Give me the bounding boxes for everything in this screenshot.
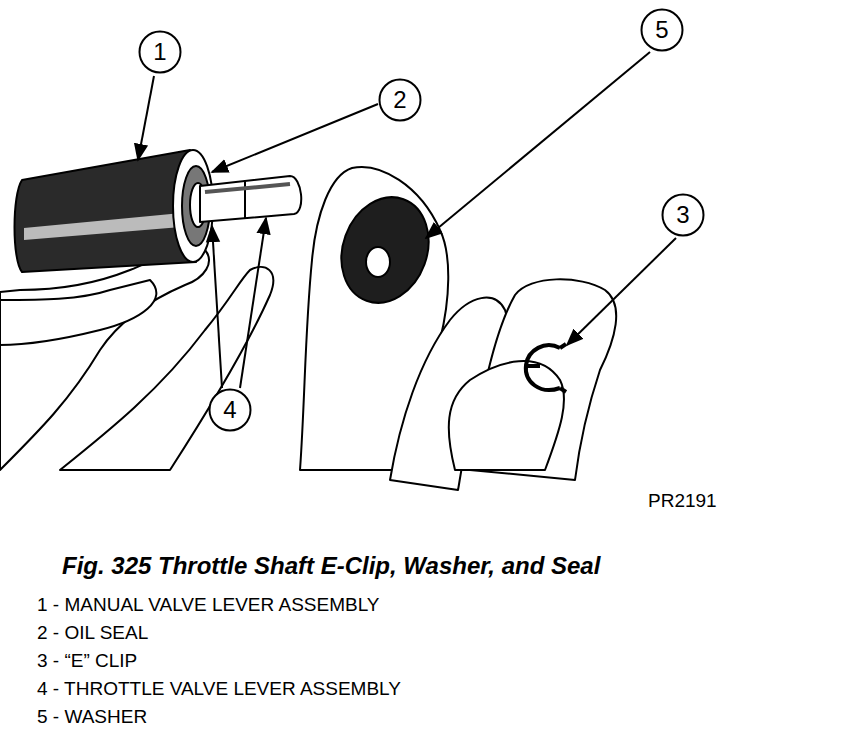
callout-number: 3 [661, 193, 705, 237]
throttle-shaft [200, 176, 301, 222]
part-legend: 5 - WASHER [37, 706, 147, 728]
right-thumb [449, 361, 564, 470]
leader-line [212, 104, 378, 172]
callout-number: 2 [378, 78, 422, 122]
callout-number: 4 [208, 388, 252, 432]
leader-line [426, 52, 650, 238]
part-legend: 3 - “E” CLIP [37, 650, 137, 672]
left-finger [0, 280, 156, 345]
washer [327, 185, 443, 315]
callout-circle: 3 [661, 193, 705, 237]
part-legend: 4 - THROTTLE VALVE LEVER ASSEMBLY [37, 678, 401, 700]
callout-number: 5 [640, 8, 684, 52]
leader-line [212, 226, 222, 388]
leader-line [240, 218, 266, 388]
figure-caption: Fig. 325 Throttle Shaft E-Clip, Washer, … [62, 552, 600, 580]
manual-valve-lever [15, 150, 197, 272]
callout-circle: 4 [208, 388, 252, 432]
figure-code: PR2191 [648, 490, 717, 512]
leader-line [567, 238, 676, 345]
cylinder-highlight [24, 212, 193, 240]
part-legend: 1 - MANUAL VALVE LEVER ASSEMBLY [37, 594, 379, 616]
leader-line [138, 76, 154, 160]
part-legend: 2 - OIL SEAL [37, 622, 148, 644]
callout-circle: 5 [640, 8, 684, 52]
left-thumb-side [60, 267, 273, 470]
callout-circle: 1 [138, 30, 182, 74]
callout-number: 1 [138, 30, 182, 74]
callout-circle: 2 [378, 78, 422, 122]
